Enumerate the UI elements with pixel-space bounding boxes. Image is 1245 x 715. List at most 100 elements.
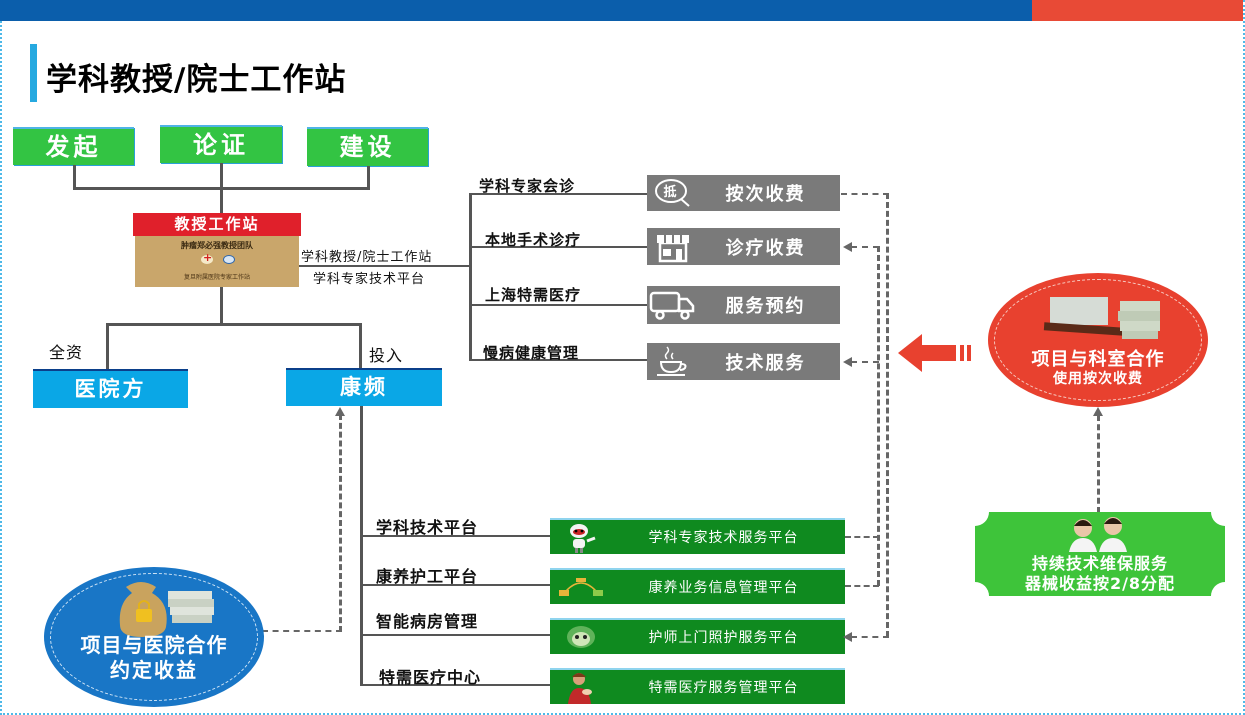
- service-branch-label: 学科专家会诊: [479, 177, 576, 195]
- connector: [469, 246, 647, 248]
- flow-dash: [339, 414, 342, 632]
- cash-stacks-icon: [1038, 295, 1163, 349]
- platform-box-home-care: 护师上门照护服务平台: [550, 618, 845, 654]
- platform-box-care-info: 康养业务信息管理平台: [550, 568, 845, 604]
- teacup-icon: [647, 343, 699, 380]
- callout-line-2: 使用按次收费: [1053, 371, 1143, 387]
- robot-mascot-icon: [550, 520, 612, 554]
- flow-dash: [1097, 415, 1100, 513]
- platform-branch-label: 学科技术平台: [376, 518, 479, 537]
- flow-dash: [851, 636, 889, 638]
- platform-box-expert-tech: 学科专家技术服务平台: [550, 518, 845, 554]
- connector: [469, 359, 647, 361]
- connector: [360, 406, 363, 686]
- arrow-up-icon: [1093, 407, 1103, 416]
- arrow-left-icon: [843, 242, 852, 252]
- service-box-label: 诊疗收费: [725, 237, 806, 259]
- service-box-label: 技术服务: [725, 352, 806, 374]
- flow-dash: [845, 536, 879, 538]
- money-bag-lock-icon: [106, 575, 221, 641]
- connector: [220, 287, 223, 325]
- flow-dash-inner: [877, 246, 880, 586]
- arrow-left-icon: [843, 357, 852, 367]
- platform-branch-label: 康养护工平台: [376, 567, 479, 586]
- party-hospital: 医院方: [33, 369, 188, 408]
- connector: [367, 166, 370, 189]
- service-box-treatment-fee: 诊疗收费: [647, 228, 840, 265]
- department-coop-callout: 项目与科室合作 使用按次收费: [988, 273, 1208, 407]
- plaque-team-name: 肿瘤郑必强教授团队: [181, 241, 253, 250]
- arrow-up-icon: [335, 407, 345, 416]
- flow-dash: [851, 246, 879, 248]
- edge-label-full-capital: 全资: [49, 343, 84, 362]
- callout-line-2: 约定收益: [110, 658, 198, 682]
- customer-service-agents-icon: [1061, 516, 1141, 556]
- service-branch-label: 慢病健康管理: [483, 344, 580, 362]
- callout-line-1: 项目与医院合作: [80, 633, 228, 657]
- connector: [469, 193, 647, 195]
- platform-box-label: 康养业务信息管理平台: [648, 580, 799, 596]
- connector: [299, 265, 471, 267]
- connector: [360, 684, 550, 686]
- connector: [73, 165, 76, 189]
- magnifier-stamp-icon: 抵: [647, 175, 699, 211]
- plaque-subtitle: 复旦附属医院专家工作站: [183, 274, 250, 281]
- edge-label-investment: 投入: [369, 346, 404, 365]
- connector: [73, 187, 370, 190]
- connector: [359, 323, 362, 369]
- platform-box-label: 护师上门照护服务平台: [648, 630, 799, 646]
- flow-dash: [262, 630, 342, 632]
- flow-dash: [841, 193, 889, 195]
- party-kangpin: 康频: [286, 368, 442, 406]
- callout-line-1: 持续技术维保服务: [1031, 554, 1168, 573]
- cartoon-face-icon: [550, 620, 612, 654]
- connector: [360, 535, 550, 537]
- service-branch-label: 本地手术诊疗: [485, 231, 582, 249]
- service-box-per-visit-fee: 抵 按次收费: [647, 175, 840, 211]
- service-box-appointment: 服务预约: [647, 286, 840, 324]
- stage-demonstrate: 论证: [160, 125, 282, 163]
- red-cross-emblem-icon: [201, 251, 213, 264]
- stage-build: 建设: [307, 127, 428, 166]
- big-left-arrow-icon: [898, 334, 973, 376]
- page-title: 学科教授/院士工作站: [46, 62, 347, 98]
- woman-portrait-icon: [550, 670, 612, 704]
- flow-dash: [845, 585, 879, 587]
- dashed-ring: [50, 573, 258, 701]
- connector: [106, 323, 109, 369]
- workstation-plaque: 肿瘤郑必强教授团队 复旦附属医院专家工作站: [135, 236, 299, 287]
- workstation-side-label-1: 学科教授/院士工作站: [301, 250, 433, 265]
- service-branch-label: 上海特需医疗: [485, 286, 582, 304]
- platform-branch-label: 特需医疗中心: [379, 668, 482, 687]
- network-diagram-icon: [550, 570, 612, 604]
- service-box-label: 服务预约: [725, 296, 806, 317]
- connector: [469, 304, 647, 306]
- connector: [360, 634, 550, 636]
- storefront-icon: [647, 228, 699, 265]
- maintenance-callout: 持续技术维保服务 器械收益按2/8分配: [975, 512, 1225, 596]
- dashed-ring: [994, 279, 1202, 401]
- connector: [469, 193, 472, 361]
- top-bar-blue: [0, 0, 1032, 21]
- title-accent-bar: [30, 44, 37, 102]
- service-box-technical-service: 技术服务: [647, 343, 840, 380]
- connector: [360, 584, 550, 586]
- university-emblem-icon: [223, 255, 235, 264]
- workstation-side-label-2: 学科专家技术平台: [313, 272, 426, 287]
- workstation-banner: 教授工作站: [133, 213, 301, 236]
- platform-box-label: 特需医疗服务管理平台: [648, 680, 799, 696]
- callout-line-1: 项目与科室合作: [1031, 349, 1165, 370]
- flow-dash: [851, 361, 879, 363]
- connector: [106, 323, 362, 326]
- platform-box-special-care: 特需医疗服务管理平台: [550, 668, 845, 704]
- platform-branch-label: 智能病房管理: [376, 612, 479, 631]
- svg-text:抵: 抵: [663, 184, 678, 200]
- delivery-truck-icon: [647, 286, 699, 324]
- hospital-coop-callout: 项目与医院合作 约定收益: [44, 567, 264, 707]
- platform-box-label: 学科专家技术服务平台: [648, 530, 799, 546]
- arrow-left-icon: [843, 632, 852, 642]
- service-box-label: 按次收费: [725, 184, 806, 205]
- top-bar-red: [1032, 0, 1243, 21]
- stage-initiate: 发起: [13, 127, 134, 165]
- flow-dash-outer: [886, 193, 889, 637]
